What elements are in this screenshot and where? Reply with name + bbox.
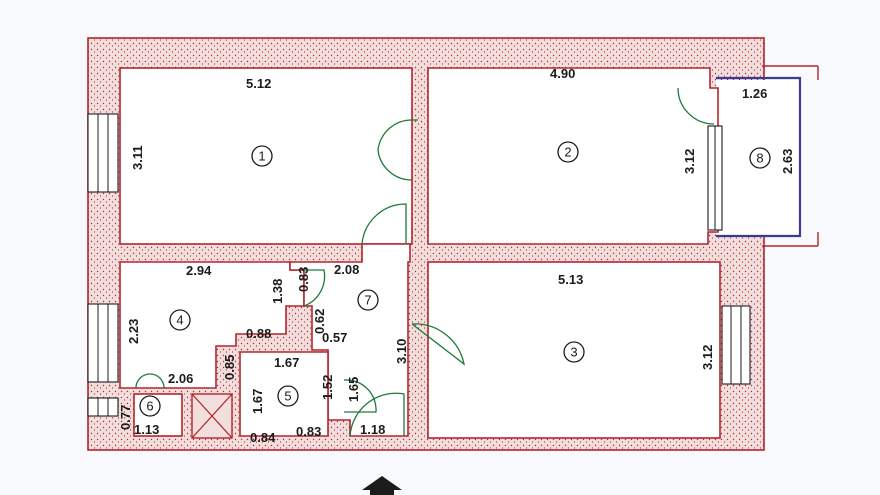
dim-corridor-width: 2.08 [334,262,359,277]
svg-text:5: 5 [284,389,291,404]
dim-r3-height: 3.12 [700,345,715,370]
room-number-3: 3 [563,341,585,363]
dim-r6-small-h: 0.77 [118,405,133,430]
svg-text:7: 7 [364,293,371,308]
dim-r5-bottom-right: 0.83 [296,424,321,439]
svg-text:1: 1 [258,149,265,164]
dim-r5-notch-h: 0.62 [312,309,327,334]
dim-r5-notch-w: 0.57 [322,330,347,345]
dim-r3-width: 5.13 [558,272,583,287]
dim-r5-left-notch: 0.85 [222,355,237,380]
dim-r8-width: 1.26 [742,86,767,101]
room-1 [119,67,413,245]
dim-entrance: 1.18 [360,422,385,437]
room-number-2: 2 [557,141,579,163]
dim-r1-width: 5.12 [246,76,271,91]
door-room4 [303,269,326,307]
dim-r8-height: 2.63 [780,149,795,174]
window-room-3 [721,305,751,385]
window-room-4 [87,303,119,383]
room-2 [427,67,719,245]
dim-r2-height: 3.12 [682,149,697,174]
dim-r6-width: 2.06 [168,371,193,386]
dim-r1-height: 3.11 [130,145,145,170]
door-room1-corridor [361,203,407,245]
svg-text:3: 3 [570,345,577,360]
dim-r6-bottom: 1.13 [134,422,159,437]
dim-r4-niche-h: 1.38 [270,279,285,304]
window-room-1 [87,113,119,193]
room-number-1: 1 [251,145,273,167]
door-room1-room2 [377,119,418,181]
door-room2-balcony [677,87,715,125]
door-room3 [411,323,465,366]
ventilation-shaft [191,393,233,439]
window-room-2-balcony [707,125,723,231]
dim-r4-width: 2.94 [186,263,212,278]
door-room6 [135,373,165,389]
balcony [716,65,819,247]
dim-r5-inner-h: 1.52 [320,375,335,400]
dim-r4-height: 2.23 [126,319,141,344]
dim-r5-width: 1.67 [274,355,299,370]
dim-r5-bottom-left: 0.84 [250,430,276,445]
svg-text:6: 6 [146,399,153,414]
dim-r5-height: 1.67 [250,389,265,414]
door-entrance [349,392,405,437]
door-room5 [343,379,377,413]
dim-r5-top-notch: 0.88 [246,326,271,341]
room-number-7: 7 [357,289,379,311]
room-5 [239,351,329,437]
room-3 [427,261,721,439]
window-room-6 [87,397,119,417]
svg-text:2: 2 [564,145,571,160]
room-number-8: 8 [749,147,771,169]
svg-text:4: 4 [176,313,183,328]
room-number-6: 6 [139,395,161,417]
room-number-5: 5 [277,385,299,407]
dim-r3-side: 3.10 [394,339,409,364]
dim-r5-door-h: 1.65 [346,377,361,402]
dim-r2-width: 4.90 [550,66,575,81]
dim-r4-niche-w: 0.83 [296,267,311,292]
room-number-4: 4 [169,309,191,331]
svg-text:8: 8 [756,151,763,166]
entrance-arrow-icon [362,476,402,495]
